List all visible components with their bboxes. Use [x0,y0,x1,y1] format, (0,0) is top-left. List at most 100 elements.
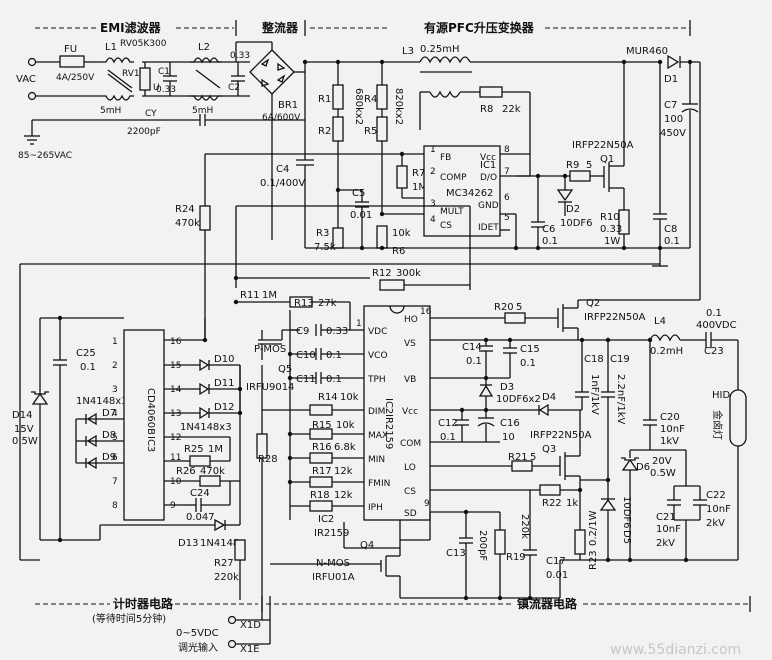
ic2-pin-com: COM [400,439,421,449]
cy-label: CY [145,109,157,119]
l4-label: L4 [654,316,666,327]
q3-part: IRFP22N50A [530,430,592,441]
r18-label: R18 [310,490,330,501]
x1e-label: X1E [240,644,260,655]
ic2-below-part: IR2159 [314,528,349,539]
c6-label: C6 [542,224,555,235]
q2-label: Q2 [586,298,600,309]
q5-type: P-MOS [254,344,286,355]
r10-label: R10 [600,212,620,223]
ic3-cd4060b [123,329,165,521]
ic3-label: IC3 [145,436,156,452]
ic1-pin-comp: COMP [440,173,467,183]
r3-label: R3 [316,228,329,239]
d10-label: D10 [214,354,234,365]
d2-value: 10DF6 [560,218,593,229]
d1-part: MUR460 [626,46,668,57]
x1e-terminal[interactable] [227,639,237,649]
ic1-pin-mult: MULT [440,207,464,217]
c11-label: C11 [296,374,316,385]
diode-d5 [599,498,617,511]
d79-value: 1N4148x3 [76,396,128,407]
c1-value: 0.33 [156,85,176,95]
c13-label: C13 [446,548,466,559]
dim-input: 调光输入 [178,641,218,654]
pfc-stage: L3 0.25mH R8 22k R1 R2 680kx2 R4 R5 820k… [19,44,701,560]
d13-label: D13 [178,538,198,549]
hid-label: HID [712,390,730,401]
vac-label: VAC [16,74,36,85]
c25-label: C25 [76,348,96,359]
r17-label: R17 [312,466,332,477]
fuse [59,55,85,68]
ic1-pin-3: 3 [430,199,436,209]
ic1-pin-8: 8 [504,145,510,155]
mosfet-q1 [603,62,625,210]
resistor-r1 [332,84,344,110]
c23-v: 400VDC [696,320,737,331]
d14-label: D14 [12,410,32,421]
resistor-r17 [309,476,333,488]
resistor-r7 [396,165,408,189]
ic2-pin-max: MAX [368,431,388,441]
resistor-r26 [199,475,221,487]
c8-label: C8 [664,224,677,235]
ic3-pin-2: 2 [112,361,118,371]
r6-value: 10k [392,228,411,239]
d6-label: D6 [636,462,650,473]
ic1-pin-fb: FB [440,153,451,163]
ic3-pin-10: 10 [170,477,182,487]
fuse-label: FU [64,44,77,55]
ic2-pin-ho: HO [404,315,418,325]
c7-v1: 100 [664,114,683,125]
ic3-pin-1: 1 [112,337,118,347]
c16-label: C16 [500,418,520,429]
ic2-pin-fmin: FMIN [368,479,390,489]
ic3-pin-4: 4 [112,409,118,419]
r10-v2: 1W [604,236,620,247]
q5-label: Q5 [278,364,292,375]
ic2-pin-vcc: Vcc [402,407,418,417]
section-ballast: 镇流器电路 [517,596,578,611]
resistor-r22 [539,484,561,496]
r10-v1: 0.33 [600,224,622,235]
r19-label: R19 [506,552,526,563]
resistor-r16 [309,452,333,464]
ic2-pin-iph: IPH [368,503,383,513]
br1-label: BR1 [278,100,298,111]
r9-label: R9 [566,160,579,171]
ic1-pin-5: 5 [504,213,510,223]
r27-label: R27 [214,558,234,569]
r21-label: R21 [508,452,528,463]
c24-value: 0.047 [186,512,215,523]
c9-value: 0.33 [326,326,348,337]
inductor-l1 [100,57,134,101]
c12-label: C12 [438,418,458,429]
r23-value: 0.2/1W [588,510,599,546]
r16-value: 6.8k [334,442,356,453]
ic2-pin-1-num: 1 [356,319,362,329]
ic1-pin-6: 6 [504,193,510,203]
vac-terminal-top[interactable] [27,57,37,67]
c23-label: C23 [704,346,724,357]
ic2-pin-sd: SD [404,509,417,519]
ic1-pin-7: 7 [504,167,510,177]
x1d-terminal[interactable] [227,615,237,625]
r24-value: 470k [175,218,200,229]
l3-value: 0.25mH [420,44,460,55]
dim-range: 0~5VDC [176,628,219,639]
r16-label: R16 [312,442,332,453]
zener-d14 [31,392,49,405]
c20-v1: 10nF [660,424,685,435]
c22-v2: 2kV [706,518,725,529]
r18-value: 12k [334,490,353,501]
r12b-value: 300k [396,268,421,279]
ic3-pin-16: 16 [170,337,182,347]
junction-dots [57,59,693,601]
r15-label: R15 [312,420,332,431]
c23-value: 0.1 [706,308,722,319]
inductor-l2 [190,57,222,101]
vac-terminal-bottom[interactable] [27,91,37,101]
d7-label: D7 [102,408,116,419]
r14-value: 10k [340,392,359,403]
